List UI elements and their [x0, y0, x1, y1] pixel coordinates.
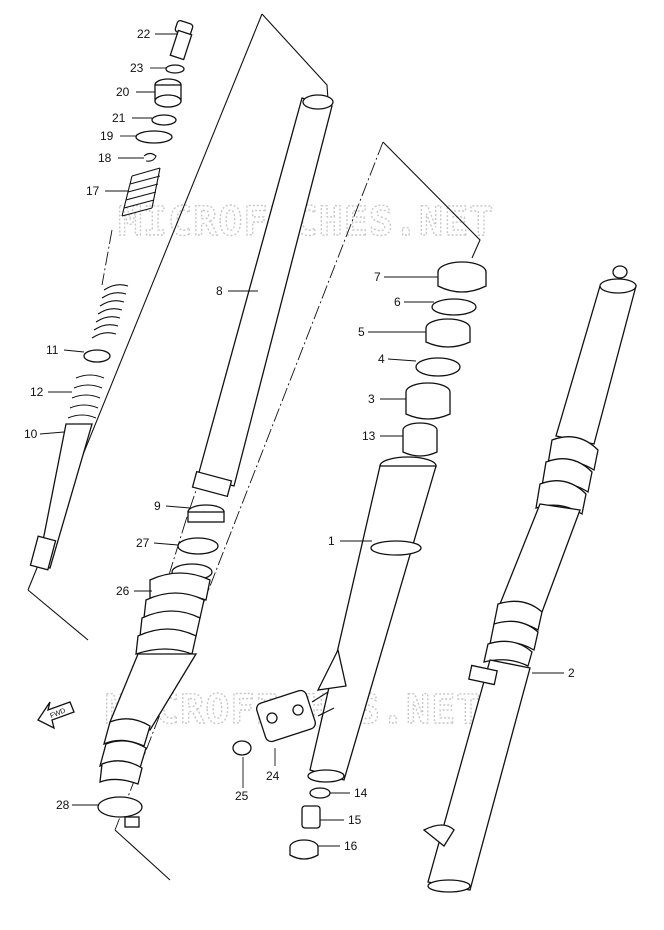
- callout-9: 9: [154, 499, 161, 513]
- callout-leaders: [39, 33, 564, 847]
- damper-rod-assembly: [29, 19, 194, 571]
- callout-11: 11: [46, 343, 59, 357]
- callout-4: 4: [378, 352, 385, 366]
- callout-22: 22: [137, 27, 151, 41]
- outer-tube-left: [307, 261, 487, 783]
- callout-6: 6: [394, 295, 401, 309]
- callout-13: 13: [362, 429, 376, 443]
- callout-20: 20: [116, 85, 130, 99]
- callout-24: 24: [266, 769, 280, 783]
- callout-19: 19: [100, 129, 114, 143]
- callout-26: 26: [116, 584, 130, 598]
- callout-10: 10: [24, 427, 38, 441]
- callout-14: 14: [354, 786, 368, 800]
- callout-15: 15: [348, 813, 362, 827]
- callout-21: 21: [112, 111, 126, 125]
- callout-3: 3: [368, 392, 375, 406]
- fwd-arrow: FWD: [37, 701, 75, 730]
- callout-5: 5: [358, 325, 365, 339]
- callout-18: 18: [98, 151, 112, 165]
- callout-28: 28: [56, 798, 70, 812]
- callout-27: 27: [136, 536, 150, 550]
- inner-tube: [191, 94, 334, 498]
- callout-labels: 22 23 20 21 19 18 17 11 12 10 8 9 27 26 …: [24, 27, 575, 853]
- callout-2: 2: [568, 666, 575, 680]
- callout-25: 25: [235, 789, 249, 803]
- drain-bolt-parts: [289, 787, 331, 860]
- fork-leg-right: [422, 265, 637, 893]
- callout-8: 8: [216, 284, 223, 298]
- callout-12: 12: [30, 385, 44, 399]
- callout-1: 1: [328, 534, 335, 548]
- callout-23: 23: [130, 61, 144, 75]
- fork-boot-assembly: [97, 504, 225, 828]
- callout-17: 17: [86, 184, 100, 198]
- axle-holder: [232, 689, 335, 756]
- callout-7: 7: [374, 270, 381, 284]
- callout-16: 16: [344, 839, 358, 853]
